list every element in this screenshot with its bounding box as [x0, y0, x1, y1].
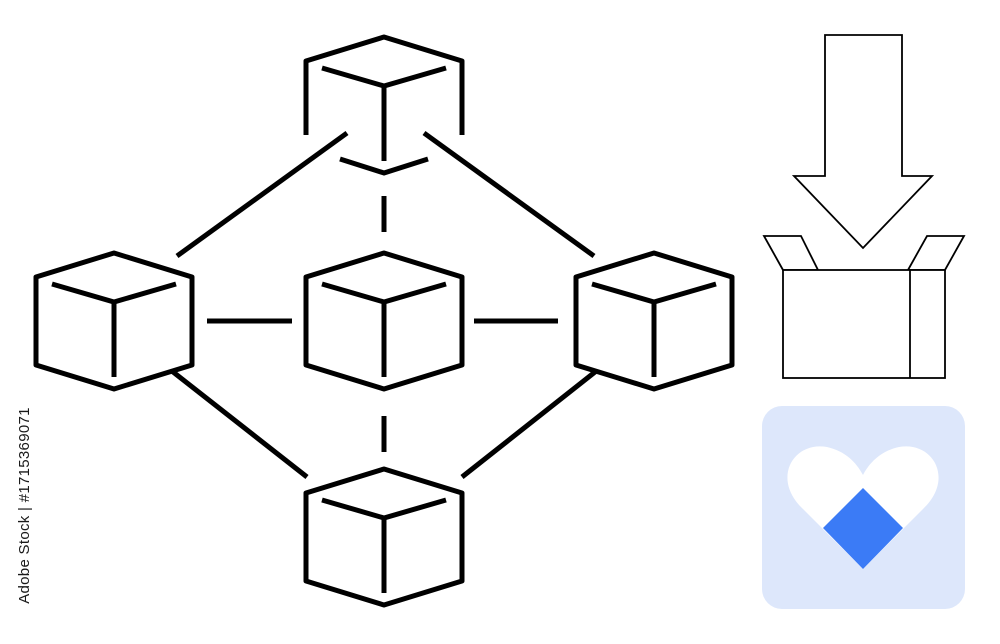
box-flap-left [762, 235, 820, 271]
connector-right-bottom [460, 355, 616, 479]
arrow-into-box-icon [762, 34, 966, 379]
cube-top [303, 34, 465, 176]
connector-top-right [422, 130, 596, 259]
diamond-accent [823, 488, 903, 569]
cube-left [36, 253, 192, 389]
stock-id-text: Adobe Stock | #1715369071 [15, 406, 33, 604]
box-flap-right [906, 235, 966, 271]
stock-id-label: Adobe Stock | #1715369071 [14, 405, 34, 605]
heart-diamond-icon [762, 406, 965, 609]
open-box-body [782, 269, 946, 379]
network-connectors [152, 130, 616, 479]
connector-top-left [175, 130, 349, 259]
cube-bottom [306, 469, 462, 605]
connector-left-bottom [152, 355, 309, 479]
down-arrow-icon [791, 34, 935, 250]
cube-right [576, 253, 732, 389]
cube-center [306, 253, 462, 389]
